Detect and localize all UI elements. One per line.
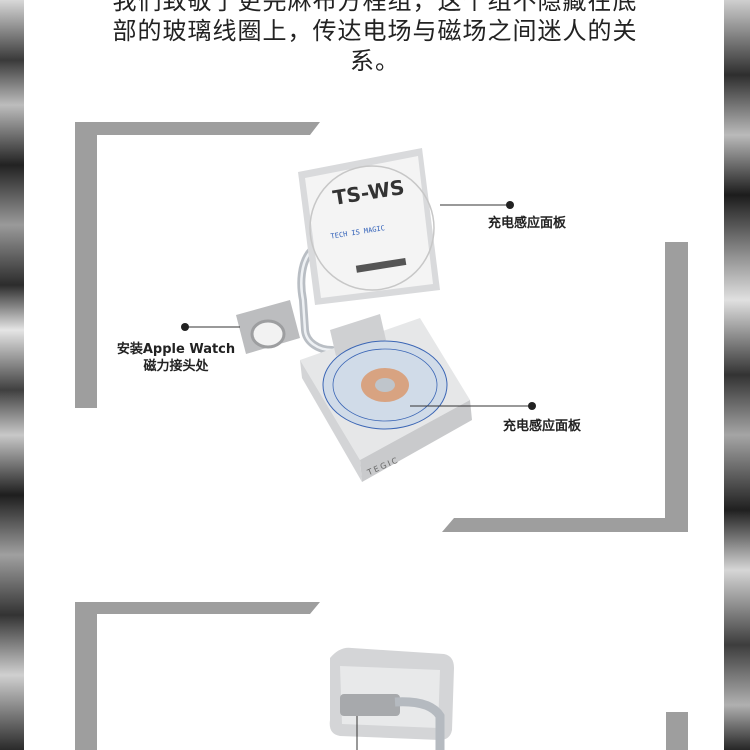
second-product-preview bbox=[329, 647, 454, 750]
frame-bracket-bottom-right bbox=[442, 242, 688, 532]
intro-line-2: 部的玻璃线圈上，传达电场与磁场之间迷人的关 bbox=[112, 17, 638, 45]
callout-watch-line-1: 安装Apple Watch bbox=[116, 342, 236, 357]
callout-watch-line-2: 磁力接头处 bbox=[143, 359, 209, 374]
callout-dot-base bbox=[528, 402, 536, 410]
callout-dot-top bbox=[506, 201, 514, 209]
right-decor-strip bbox=[724, 0, 750, 750]
callout-base-panel-label: 充电感应面板 bbox=[503, 419, 582, 434]
watch-holder bbox=[236, 300, 300, 354]
top-charging-panel: TS-WS TECH IS MAGIC bbox=[298, 148, 440, 305]
intro-paragraph: 我们致敬了更完麻布方程组，这个组不隐藏在底 部的玻璃线圈上，传达电场与磁场之间迷… bbox=[60, 0, 690, 76]
intro-line-3: 系。 bbox=[350, 47, 400, 75]
left-decor-strip bbox=[0, 0, 24, 750]
frame-bracket-second-top-left bbox=[75, 602, 320, 750]
intro-line-1: 我们致敬了更完麻布方程组，这个组不隐藏在底 bbox=[112, 0, 638, 15]
callout-watch-label: 安装Apple Watch 磁力接头处 bbox=[112, 341, 240, 375]
frame-bracket-second-right bbox=[666, 712, 688, 750]
callout-dot-watch bbox=[181, 323, 189, 331]
charging-base: TEGIC bbox=[300, 314, 472, 482]
callout-top-panel-label: 充电感应面板 bbox=[488, 216, 567, 231]
